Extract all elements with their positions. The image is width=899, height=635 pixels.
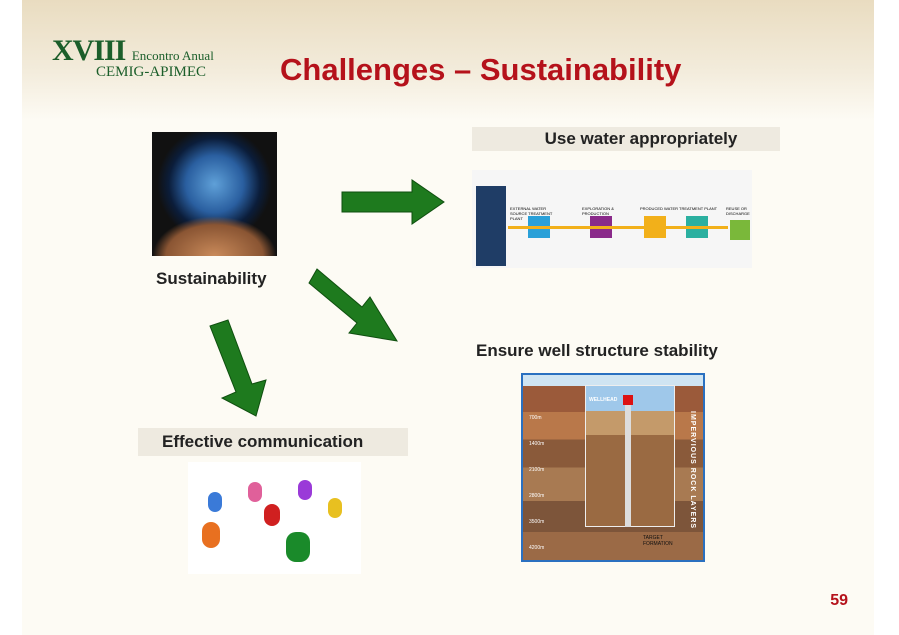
- arrow-down-icon: [209, 319, 267, 417]
- communication-label: Effective communication: [138, 428, 408, 456]
- people-network-image: [188, 462, 361, 574]
- logo-subtitle: CEMIG-APIMEC: [96, 64, 207, 80]
- page-number: 59: [830, 592, 848, 609]
- arrow-right-icon: [341, 179, 445, 225]
- impervious-rock-label: IMPERVIOUS ROCK LAYERS: [689, 411, 696, 530]
- well-label: Ensure well structure stability: [476, 341, 718, 360]
- water-label: Use water appropriately: [472, 127, 780, 151]
- header-band: [22, 0, 874, 120]
- logo: XVIII Encontro Anual: [52, 34, 214, 67]
- sustainability-label: Sustainability: [156, 269, 267, 288]
- water-treatment-diagram: EXTERNAL WATER SOURCE TREATMENT PLANT EX…: [472, 170, 752, 268]
- earth-hands-image: [152, 132, 277, 256]
- slide-title: Challenges – Sustainability: [280, 52, 682, 87]
- arrow-diagonal-icon: [308, 268, 398, 342]
- slide: XVIII Encontro Anual CEMIG-APIMEC Challe…: [22, 0, 874, 635]
